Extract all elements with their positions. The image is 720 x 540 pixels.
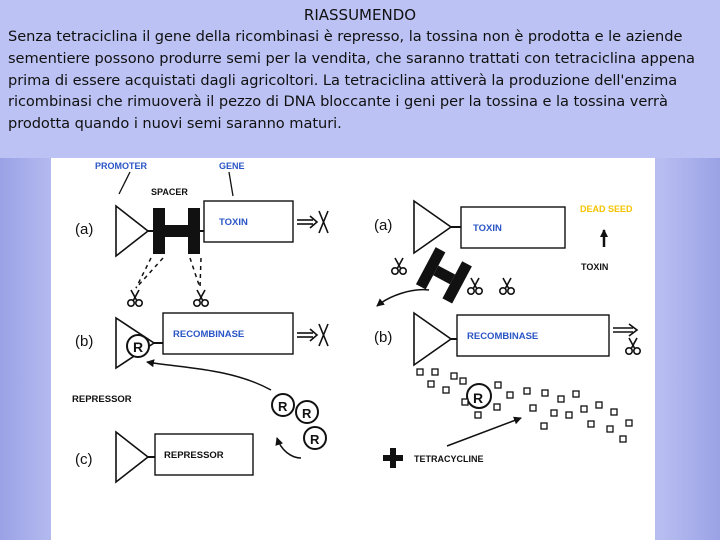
svg-text:R: R [310,432,320,447]
spacer-block [153,208,200,254]
panel-b-right-label: (b) [374,329,392,346]
promoter-triangle-icon [413,199,453,255]
toxin-gene-box-active [460,206,566,249]
scissors-icon [193,289,209,308]
excision-arrow [376,288,430,307]
svg-text:R: R [302,406,312,421]
free-repressor: R [271,393,295,417]
panel-b-left-label: (b) [75,333,93,350]
diagram-svg: PROMOTER GENE SPACER (a) TOXIN (b) R R [72,161,642,484]
promoter-triangle-icon [115,430,150,484]
cut-line-1 [135,257,152,289]
panel-c-left-label: (c) [75,451,93,468]
scissors-icon [390,257,408,276]
summary-paragraph: Senza tetraciclina il gene della ricombi… [8,28,695,133]
panel-a-left-label: (a) [75,221,93,238]
plus-icon [383,448,403,468]
recombinase-gene-box [162,312,294,355]
promoter-pointer [118,171,131,195]
repressor-binding-arrow [146,359,272,391]
panel-a-right-label: (a) [374,217,392,234]
tetracycline-label: TETRACYCLINE [414,454,484,464]
recombinase-gene-box-active [456,314,610,357]
recombinase-gene-label: RECOMBINASE [173,329,244,340]
terminator-gene-diagram: PROMOTER GENE SPACER (a) TOXIN (b) R R [51,158,655,540]
free-repressor: R [303,426,327,450]
toxin-gene-active-label: TOXIN [473,223,502,234]
blocked-arrow-icon [296,323,329,347]
cut-line-4 [199,257,202,289]
tetracycline-molecules [416,368,633,443]
tetracycline-action-arrow [446,416,522,447]
svg-text:R: R [278,399,288,414]
toxin-gene-label: TOXIN [219,217,248,228]
scissors-icon [466,277,484,296]
scissors-icon [498,277,516,296]
free-repressor: R [295,400,319,424]
inactivated-repressor: R [466,383,492,409]
toxin-protein-label: TOXIN [581,262,608,272]
repressor-release-arrow [275,437,302,459]
explanation-panel: RIASSUMENDO Senza tetraciclina il gene d… [0,0,720,158]
gene-label: GENE [219,161,245,171]
toxin-gene-box [203,200,294,243]
slide-title: RIASSUMENDO [303,6,417,24]
promoter-label: PROMOTER [95,161,148,171]
spacer-label: SPACER [151,187,188,197]
cut-line-2 [135,257,164,289]
svg-text:R: R [473,390,483,406]
bound-repressor-symbol: R [133,339,143,355]
cut-line-3 [189,257,201,289]
scissors-icon [624,337,642,356]
gene-pointer [228,171,234,197]
repressor-gene-box [154,433,254,476]
promoter-triangle-icon [115,204,150,258]
recombinase-gene-active-label: RECOMBINASE [467,331,538,342]
bound-repressor [126,334,150,358]
scissors-icon [127,289,143,308]
blocked-arrow-icon [296,210,329,234]
excised-spacer-block [415,247,472,304]
dead-seed-label: DEAD SEED [580,204,633,214]
promoter-triangle-icon [413,311,453,367]
repressor-label: REPRESSOR [72,394,132,405]
repressor-gene-label: REPRESSOR [164,450,224,461]
